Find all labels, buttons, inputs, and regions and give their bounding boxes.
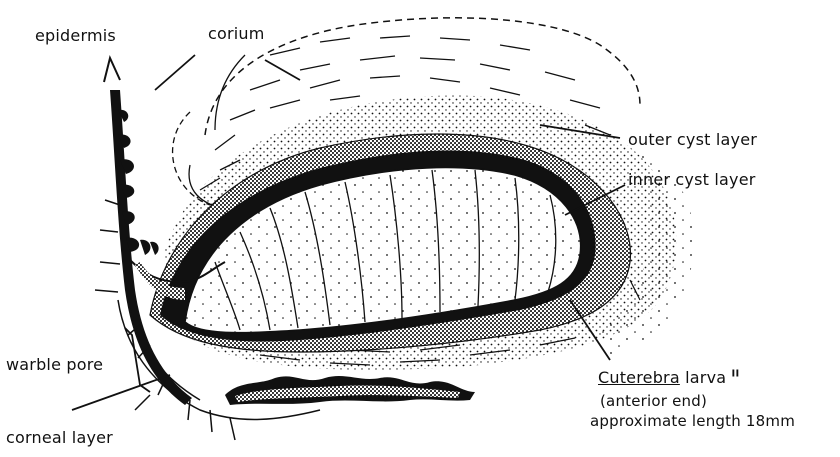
label-larva-word: larva [685, 368, 726, 387]
label-larva-genus: Cuterebra [598, 368, 680, 387]
label-corium: corium [208, 24, 265, 43]
label-larva: Cuterebra larva II [598, 368, 739, 387]
label-larva-length: approximate length 18mm [590, 412, 795, 430]
label-larva-stage: II [732, 369, 740, 380]
label-inner-cyst-layer: inner cyst layer [628, 170, 756, 189]
label-warble-pore: warble pore [6, 355, 103, 374]
label-epidermis: epidermis [35, 26, 116, 45]
label-outer-cyst-layer: outer cyst layer [628, 130, 757, 149]
epidermis-arrow [104, 58, 120, 82]
label-corneal-layer: corneal layer [6, 428, 113, 447]
label-larva-note: (anterior end) [600, 392, 707, 410]
